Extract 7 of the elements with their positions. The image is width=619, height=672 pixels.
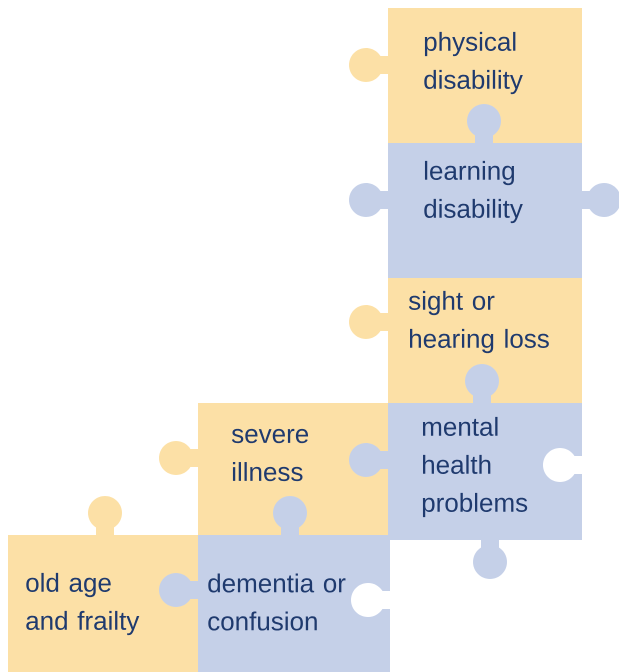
puzzle-piece: dementia or confusion: [159, 496, 391, 672]
puzzle-piece: learning disability: [349, 104, 619, 278]
puzzle-piece: sight or hearing loss: [349, 278, 582, 403]
puzzle-piece: old age and frailty: [8, 496, 198, 672]
puzzle-piece: mental health problems: [349, 364, 583, 579]
puzzle-piece: physical disability: [349, 8, 582, 143]
puzzle-piece: severe illness: [159, 403, 388, 535]
